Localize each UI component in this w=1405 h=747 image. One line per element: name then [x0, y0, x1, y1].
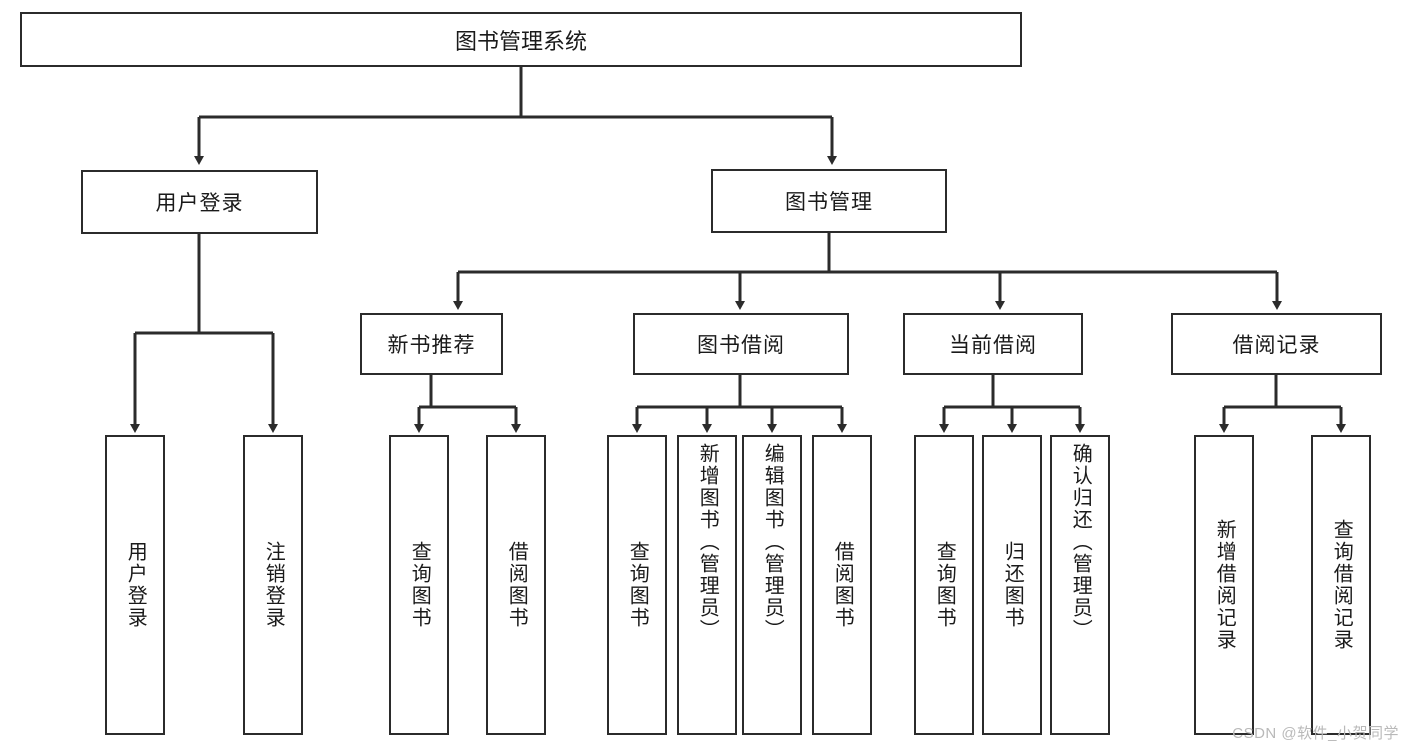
node-borrow-record[interactable]: 借阅记录 — [1171, 313, 1382, 375]
leaf-user-login-login[interactable]: 用户登录 — [105, 435, 165, 735]
node-label: 图书借阅 — [697, 334, 785, 357]
leaf-user-login-logout[interactable]: 注销登录 — [243, 435, 303, 735]
node-book-management[interactable]: 图书管理 — [711, 169, 947, 233]
node-current-borrow[interactable]: 当前借阅 — [903, 313, 1083, 375]
node-user-login[interactable]: 用户登录 — [81, 170, 318, 234]
leaf-label: 新增图书（管理员） — [696, 443, 719, 641]
watermark-text: CSDN @软件_小贺同学 — [1232, 725, 1399, 742]
leaf-borrow-edit-book-admin[interactable]: 编辑图书（管理员） — [742, 435, 802, 735]
leaf-label: 借阅图书 — [831, 541, 854, 629]
leaf-current-confirm-return-admin[interactable]: 确认归还（管理员） — [1050, 435, 1110, 735]
leaf-label: 确认归还（管理员） — [1069, 443, 1092, 641]
node-new-book-recommend[interactable]: 新书推荐 — [360, 313, 503, 375]
leaf-current-query-book[interactable]: 查询图书 — [914, 435, 974, 735]
leaf-label: 查询借阅记录 — [1330, 519, 1353, 651]
leaf-label: 借阅图书 — [505, 541, 528, 629]
leaf-borrow-add-book-admin[interactable]: 新增图书（管理员） — [677, 435, 737, 735]
node-label: 图书管理系统 — [454, 28, 587, 54]
node-label: 图书管理 — [785, 191, 873, 214]
leaf-label: 注销登录 — [262, 541, 285, 629]
leaf-record-query-record[interactable]: 查询借阅记录 — [1311, 435, 1371, 735]
leaf-label: 归还图书 — [1001, 541, 1024, 629]
node-label: 借阅记录 — [1232, 334, 1321, 357]
node-label: 当前借阅 — [949, 334, 1037, 357]
node-label: 用户登录 — [155, 192, 244, 215]
leaf-label: 查询图书 — [626, 541, 649, 629]
leaf-recommend-query-book[interactable]: 查询图书 — [389, 435, 449, 735]
leaf-label: 用户登录 — [124, 541, 147, 629]
leaf-label: 编辑图书（管理员） — [761, 443, 784, 641]
leaf-label: 查询图书 — [933, 541, 956, 629]
leaf-borrow-borrow-book[interactable]: 借阅图书 — [812, 435, 872, 735]
leaf-recommend-borrow-book[interactable]: 借阅图书 — [486, 435, 546, 735]
leaf-record-add-record[interactable]: 新增借阅记录 — [1194, 435, 1254, 735]
node-label: 新书推荐 — [387, 334, 476, 357]
leaf-borrow-query-book[interactable]: 查询图书 — [607, 435, 667, 735]
leaf-label: 新增借阅记录 — [1213, 519, 1236, 651]
node-root-system[interactable]: 图书管理系统 — [20, 12, 1022, 67]
leaf-label: 查询图书 — [408, 541, 431, 629]
leaf-current-return-book[interactable]: 归还图书 — [982, 435, 1042, 735]
node-book-borrow[interactable]: 图书借阅 — [633, 313, 849, 375]
